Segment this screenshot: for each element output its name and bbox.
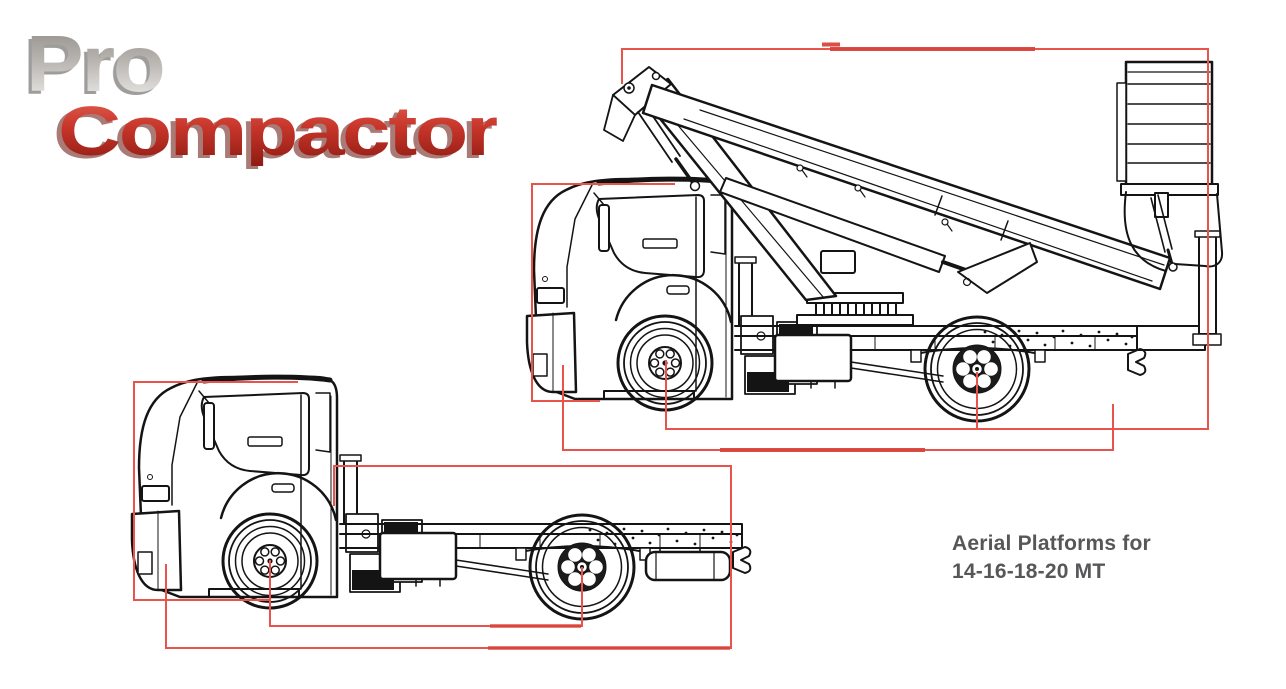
dimension-lines-bottom-truck [133, 381, 732, 650]
boom-assembly [603, 60, 1224, 351]
caption-line-1: Aerial Platforms for [952, 532, 1151, 555]
caption-line-2: 14-16-18-20 MT [952, 560, 1106, 583]
dimension-lines-top-truck [531, 42, 1209, 452]
logo-compactor: Compactor [58, 92, 500, 170]
caption: Aerial Platforms for 14-16-18-20 MT [952, 530, 1151, 586]
platform-basket [1116, 60, 1224, 272]
muffler-and-rear-overhang [644, 547, 732, 582]
logo-pro: Pro [26, 19, 166, 108]
aerial-platform-truck-drawing [527, 60, 1224, 421]
chassis-cab-truck-drawing [132, 377, 750, 619]
